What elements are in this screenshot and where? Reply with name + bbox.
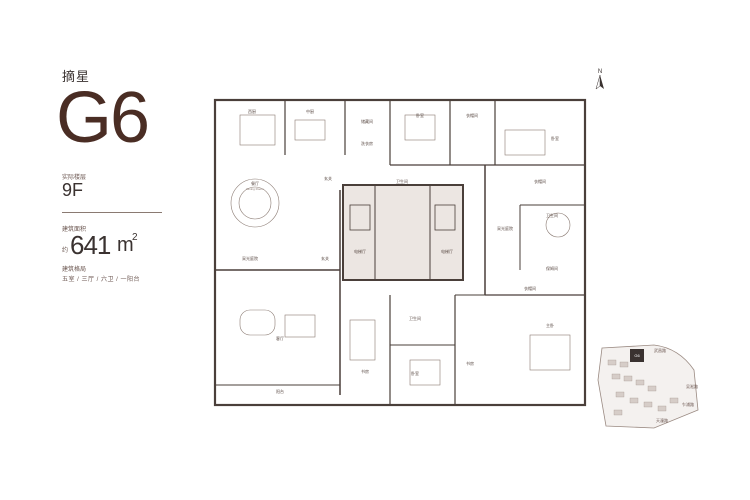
room-laundry: 洗衣房	[361, 140, 373, 146]
room-bedroom-3: 卧室	[411, 370, 419, 376]
room-living: 客厅	[276, 335, 284, 341]
floor-value: 9F	[62, 180, 84, 200]
room-bedroom-2: 卧室	[551, 135, 559, 141]
room-cloakroom-1: 衣帽间	[466, 112, 478, 118]
road-label-1: 武昌路	[654, 347, 666, 353]
floor-plan: 餐厅 Dining Room 西厨 中厨 储藏间 洗衣房 卧室 衣帽间 卧室 玄…	[213, 98, 587, 407]
room-master-bedroom: 主卧	[546, 322, 554, 328]
info-panel: 摘星 G6 实际楼层 9F 建筑面积 约 641 m 2 建筑格局 五室 / 三…	[0, 0, 210, 500]
compass-letter: N	[598, 69, 602, 75]
area-prefix: 约	[62, 248, 69, 254]
layout-value: 五室 / 三厅 / 六卫 / 一阳台	[62, 277, 141, 283]
room-elevator-hall-2: 电梯厅	[441, 248, 453, 254]
area-unit: m	[117, 234, 134, 256]
divider	[62, 212, 162, 213]
room-bathroom-3: 卫生间	[409, 315, 421, 321]
room-balcony: 阳台	[276, 388, 284, 394]
room-kitchen: 西厨	[248, 108, 256, 114]
room-lighting-courtyard-2: 采光庭院	[497, 225, 513, 231]
room-lighting-courtyard-1: 采光庭院	[242, 255, 258, 261]
room-entrance: 玄关	[324, 175, 332, 181]
room-study-2: 书房	[466, 360, 474, 366]
floor-label: 实际楼层	[62, 175, 87, 181]
area-unit-superscript: 2	[132, 232, 138, 243]
layout-label: 建筑格局	[62, 267, 87, 273]
room-bathroom-1: 卫生间	[396, 178, 408, 184]
room-dining: 餐厅	[251, 180, 259, 186]
room-chinese-kitchen: 中厨	[306, 108, 314, 114]
room-service: 保姆间	[546, 265, 558, 271]
unit-title: G6	[56, 78, 150, 158]
room-bedroom-1: 卧室	[416, 112, 424, 118]
road-label-4: 乍浦路	[682, 401, 694, 407]
room-bathroom-2: 卫生间	[546, 212, 558, 218]
room-study-1: 书房	[361, 368, 369, 374]
room-storage: 储藏间	[361, 118, 373, 124]
room-cloakroom-2: 衣帽间	[534, 178, 546, 184]
area-value: 641	[70, 230, 111, 260]
room-dining-en: Dining Room	[246, 187, 264, 191]
north-compass-icon: N	[595, 69, 604, 90]
road-label-3: 天潼路	[656, 417, 668, 423]
area-label: 建筑面积	[62, 227, 87, 233]
room-elevator-hall-1: 电梯厅	[354, 248, 366, 254]
road-label-2: 吴淞路	[686, 383, 698, 389]
keymap-unit-tag: G6	[634, 353, 640, 358]
project-name: 摘星	[62, 69, 91, 84]
highlighted-unit-marker	[630, 349, 644, 362]
room-cloakroom-3: 衣帽间	[524, 285, 536, 291]
site-key-map: G6 武昌路 吴淞路 天潼路 乍浦路	[597, 344, 699, 429]
room-entrance-2: 玄关	[321, 255, 329, 261]
